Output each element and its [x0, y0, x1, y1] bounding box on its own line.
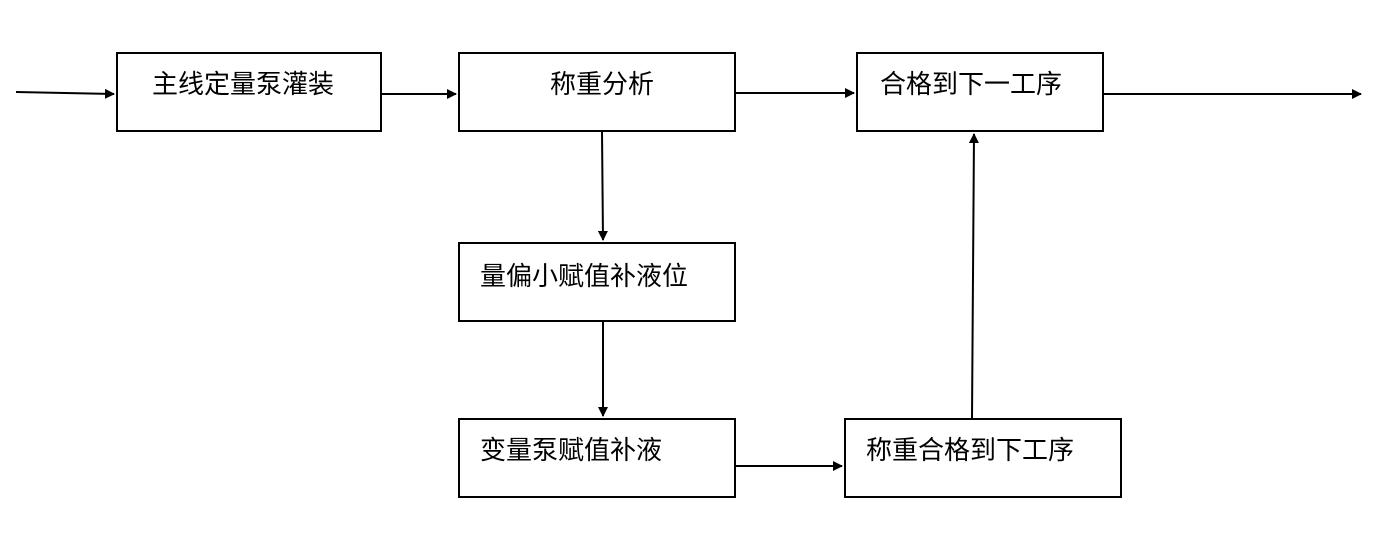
node-under-weight: 量偏小赋值补液位 — [458, 242, 736, 322]
node-label: 量偏小赋值补液位 — [480, 262, 689, 292]
node-weigh-analysis: 称重分析 — [458, 52, 736, 132]
node-variable-pump: 变量泵赋值补液 — [458, 418, 736, 498]
node-label: 变量泵赋值补液 — [480, 436, 663, 466]
node-label: 称重合格到下工序 — [866, 436, 1075, 466]
node-reweigh-pass: 称重合格到下工序 — [844, 418, 1122, 498]
arrow-weigh-to-under — [597, 131, 608, 241]
arrow-reweigh-to-pass — [968, 133, 979, 419]
node-label: 主线定量泵灌装 — [152, 70, 335, 100]
node-pass-next: 合格到下一工序 — [856, 52, 1104, 132]
node-label: 称重分析 — [550, 70, 655, 100]
node-label: 合格到下一工序 — [880, 70, 1063, 100]
arrow-input — [15, 88, 115, 99]
node-main-filling: 主线定量泵灌装 — [116, 52, 382, 132]
